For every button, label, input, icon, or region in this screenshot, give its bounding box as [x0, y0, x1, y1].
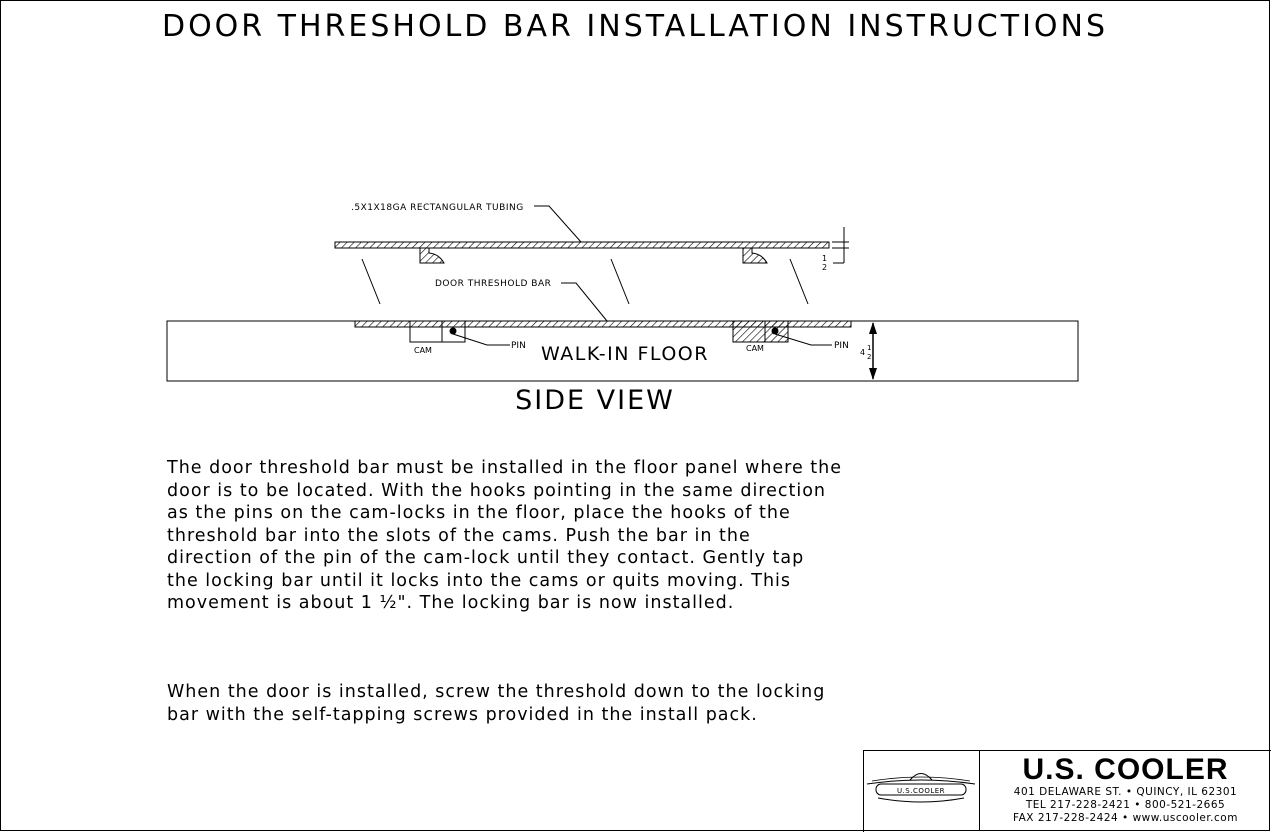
instruction-line: The door threshold bar must be installed… — [167, 458, 843, 478]
dim-floor-whole: 4 — [860, 348, 865, 357]
side-view-diagram: .5X1X18GA RECTANGULAR TUBING 1 2 DOOR TH… — [166, 203, 1079, 416]
tubing-leader — [534, 205, 582, 243]
company-fax-web: FAX 217-228-2424 • www.uscooler.com — [1013, 812, 1238, 824]
pin-right-label: PIN — [834, 341, 849, 351]
motion-line-left — [361, 258, 381, 305]
title-block: U.S.COOLER U.S. COOLER 401 DELAWARE ST. … — [863, 750, 1271, 832]
instructions-paragraph-1: The door threshold bar must be installed… — [167, 457, 1097, 615]
threshold-label: DOOR THRESHOLD BAR — [435, 279, 551, 289]
logo-text: U.S.COOLER — [897, 787, 945, 795]
dim-floor-arrow-bot — [869, 368, 877, 380]
page-title: DOOR THRESHOLD BAR INSTALLATION INSTRUCT… — [161, 9, 1109, 44]
instruction-line: movement is about 1 ½". The locking bar … — [167, 593, 735, 613]
motion-line-right — [789, 258, 809, 305]
pin-right-leader — [774, 333, 832, 346]
motion-line-center — [610, 258, 630, 305]
dim-half-num: 1 — [822, 254, 827, 263]
dim-floor-num: 1 — [867, 344, 871, 352]
tubing-hook-right — [742, 247, 768, 264]
pin-left-label: PIN — [511, 341, 526, 351]
company-address: 401 DELAWARE ST. • QUINCY, IL 62301 — [1013, 786, 1238, 798]
cam-left-label: CAM — [414, 346, 432, 355]
threshold-leader — [561, 282, 608, 322]
pin-left-leader — [452, 333, 510, 346]
instruction-line: as the pins on the cam-locks in the floo… — [167, 503, 791, 523]
instruction-line: direction of the pin of the cam-lock unt… — [167, 548, 805, 568]
dim-floor-den: 2 — [867, 353, 871, 361]
instruction-line: bar with the self-tapping screws provide… — [167, 704, 758, 725]
tubing-hook-left — [419, 247, 445, 264]
floor-label: WALK-IN FLOOR — [541, 343, 709, 365]
instructions-paragraph-2: When the door is installed, screw the th… — [167, 681, 1097, 726]
side-view-label: SIDE VIEW — [515, 385, 675, 416]
instruction-line: the locking bar until it locks into the … — [167, 570, 792, 591]
cam-left — [409, 320, 466, 343]
pin-right — [771, 327, 779, 335]
cam-right-label: CAM — [746, 344, 764, 353]
pin-left — [449, 327, 457, 335]
dim-half-den: 2 — [822, 263, 827, 272]
instruction-line: door is to be located. With the hooks po… — [167, 480, 827, 501]
instruction-line: threshold bar into the slots of the cams… — [167, 525, 751, 546]
logo-cell: U.S.COOLER — [864, 751, 980, 831]
cam-right — [732, 320, 789, 343]
tubing-bar — [334, 241, 830, 249]
company-cell: U.S. COOLER 401 DELAWARE ST. • QUINCY, I… — [980, 751, 1271, 831]
threshold-bar — [354, 320, 852, 328]
dim-floor-arrow-top — [869, 322, 877, 334]
tubing-label: .5X1X18GA RECTANGULAR TUBING — [351, 203, 524, 213]
us-cooler-logo: U.S.COOLER — [866, 773, 976, 803]
instruction-line: When the door is installed, screw the th… — [167, 682, 826, 702]
company-name: U.S. COOLER — [1022, 753, 1229, 786]
company-phone: TEL 217-228-2421 • 800-521-2665 — [1025, 799, 1226, 811]
